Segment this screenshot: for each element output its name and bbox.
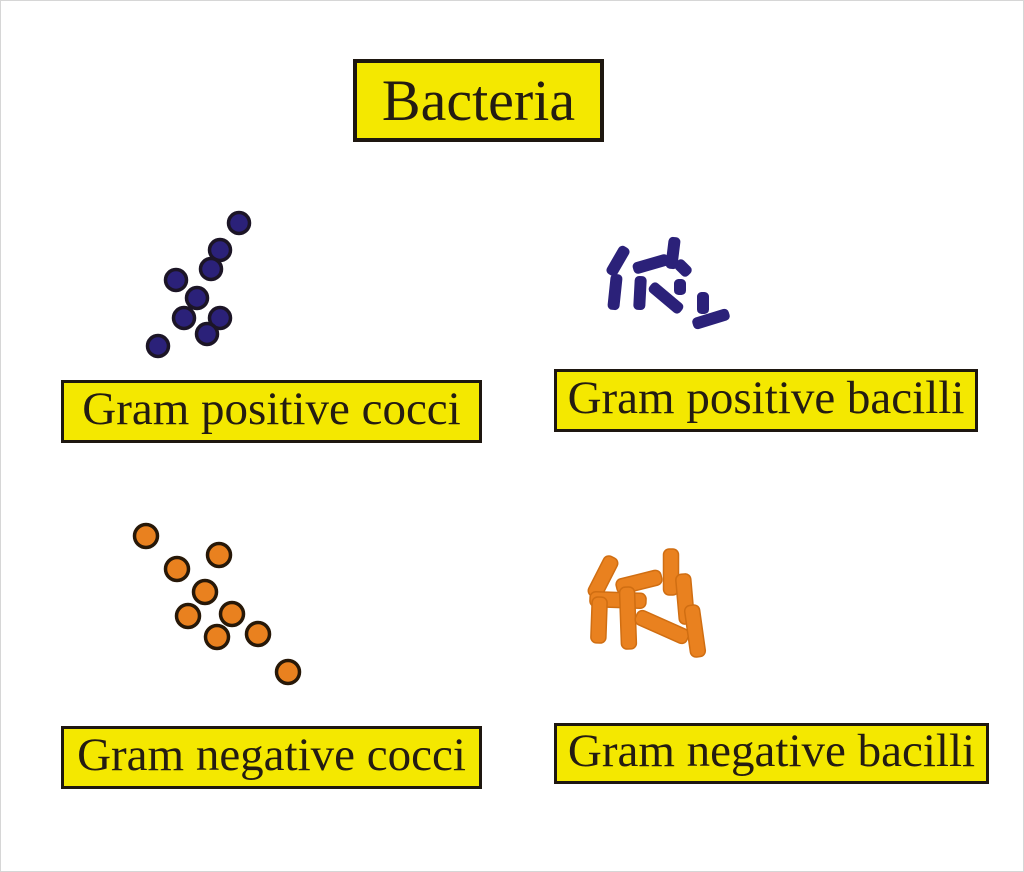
gram-positive-cocci-label: Gram positive cocci [82,383,461,435]
gram-negative-cocci-cell [218,600,246,628]
gram-negative-cocci-label: Gram negative cocci [77,729,466,781]
gram-positive-cocci-cell [163,267,189,293]
gram-positive-cocci-cell [145,333,171,359]
gram-negative-cocci-cell [274,658,302,686]
gram-negative-bacilli-cell [683,604,707,658]
gram-positive-cocci-cell [171,305,197,331]
gram-positive-bacilli-cell [674,259,692,277]
gram-positive-cocci-cell [194,321,220,347]
gram-positive-bacilli-cell [633,275,647,311]
gram-positive-bacilli-cluster [606,236,730,330]
gram-positive-bacilli-cell [607,273,623,311]
title-box: Bacteria [353,59,604,142]
gram-positive-bacilli-cell [648,282,684,314]
gram-negative-bacilli-label: Gram negative bacilli [567,725,976,777]
gram-negative-cocci-cell [203,623,231,651]
gram-positive-cocci-cell [198,256,224,282]
gram-positive-bacilli-cell [697,292,709,314]
gram-positive-bacilli-label: Gram positive bacilli [567,372,965,424]
gram-negative-bacilli-cell [662,548,680,596]
gram-negative-cocci-cell [163,555,191,583]
gram-negative-cocci-cell [174,602,202,630]
gram-negative-bacilli-cluster [587,548,707,658]
gram-negative-bacilli-cell [590,596,608,644]
gram-negative-cocci-cell [191,578,219,606]
gram-negative-cocci-cell [205,541,233,569]
label-gram-positive-cocci: Gram positive cocci [61,380,482,443]
gram-positive-cocci-cell [226,210,252,236]
gram-negative-bacilli-cell [618,586,638,650]
label-gram-negative-bacilli: Gram negative bacilli [554,723,989,784]
label-gram-negative-cocci: Gram negative cocci [61,726,482,789]
gram-positive-cocci-cell [207,237,233,263]
diagram-title: Bacteria [381,68,576,133]
gram-negative-cocci-cell [244,620,272,648]
gram-positive-bacilli-cell [632,254,670,274]
gram-negative-cocci-cell [132,522,160,550]
gram-positive-cocci-cluster [145,210,252,359]
gram-positive-cocci-cell [184,285,210,311]
gram-positive-bacilli-cell [674,279,686,295]
gram-positive-bacilli-cell [692,308,730,330]
gram-positive-cocci-cell [207,305,233,331]
gram-positive-bacilli-cell [606,245,630,277]
label-gram-positive-bacilli: Gram positive bacilli [554,369,978,432]
gram-positive-bacilli-cell [665,236,681,270]
gram-negative-bacilli-cell [634,609,690,645]
gram-negative-cocci-cluster [132,522,302,686]
